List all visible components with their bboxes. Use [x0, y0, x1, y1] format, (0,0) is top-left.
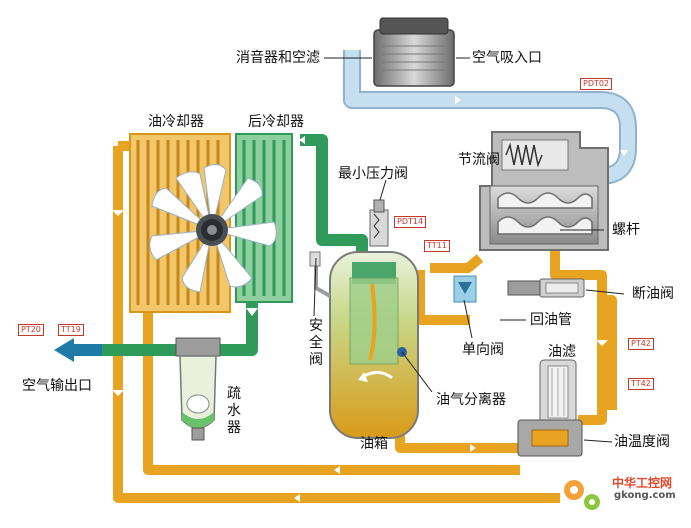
label-oil-gas-separator: 油气分离器 [436, 392, 506, 408]
label-safety-valve: 安全阀 [309, 318, 323, 368]
label-air-inlet: 空气吸入口 [472, 50, 542, 66]
label-oil-tank: 油箱 [360, 436, 388, 452]
watermark-name: 中华工控网 [612, 476, 673, 490]
label-silencer-filter: 消音器和空滤 [236, 50, 320, 66]
air-outlet-arrow-icon [54, 338, 102, 362]
sensor-tag-pt42: PT42 [628, 338, 654, 350]
flow-arrows [112, 96, 628, 502]
sensor-tag-tt19: TT19 [58, 324, 84, 336]
label-oil-filter: 油滤 [548, 344, 576, 360]
label-throttle-valve: 节流阀 [458, 152, 500, 168]
gear-icon [564, 480, 600, 510]
screw-compressor-housing [479, 131, 609, 251]
oil-circuit [113, 146, 617, 503]
label-drain-device: 疏水器 [227, 386, 241, 436]
label-check-valve: 单向阀 [462, 342, 504, 358]
label-oil-temp-valve: 油温度阀 [614, 434, 670, 450]
oil-temp-valve-icon [517, 419, 583, 457]
sensor-tag-pdt02: PDT02 [580, 78, 613, 90]
cooling-fan-icon [149, 164, 277, 293]
sensor-tag-tt42: TT42 [628, 378, 654, 390]
leader-lines [313, 57, 625, 443]
min-pressure-valve-icon [369, 199, 389, 247]
safety-valve-icon [309, 251, 331, 298]
silencer-filter-icon [373, 17, 455, 87]
drain-device-icon [175, 337, 221, 441]
label-oil-return-pipe: 回油管 [530, 312, 572, 328]
sensor-tag-pdt14: PDT14 [394, 216, 427, 228]
sensor-tag-pt20: PT20 [18, 324, 44, 336]
watermark-logo: 中华工控网 gkong.com [556, 468, 686, 520]
label-oil-cooler: 油冷却器 [148, 114, 204, 130]
label-after-cooler: 后冷却器 [248, 114, 304, 130]
check-valve-icon [453, 275, 477, 303]
oil-filter-icon [539, 359, 577, 425]
throttle-spring-icon [505, 142, 543, 168]
label-oil-cutoff-valve: 断油阀 [632, 286, 674, 302]
watermark-domain: gkong.com [614, 490, 676, 501]
label-min-pressure-valve: 最小压力阀 [338, 166, 408, 182]
oil-tank [329, 251, 419, 439]
sensor-tag-tt11: TT11 [424, 240, 450, 252]
oil-cutoff-valve-icon [507, 278, 585, 298]
label-air-outlet: 空气输出口 [22, 378, 92, 394]
label-screw: 螺杆 [612, 222, 640, 238]
